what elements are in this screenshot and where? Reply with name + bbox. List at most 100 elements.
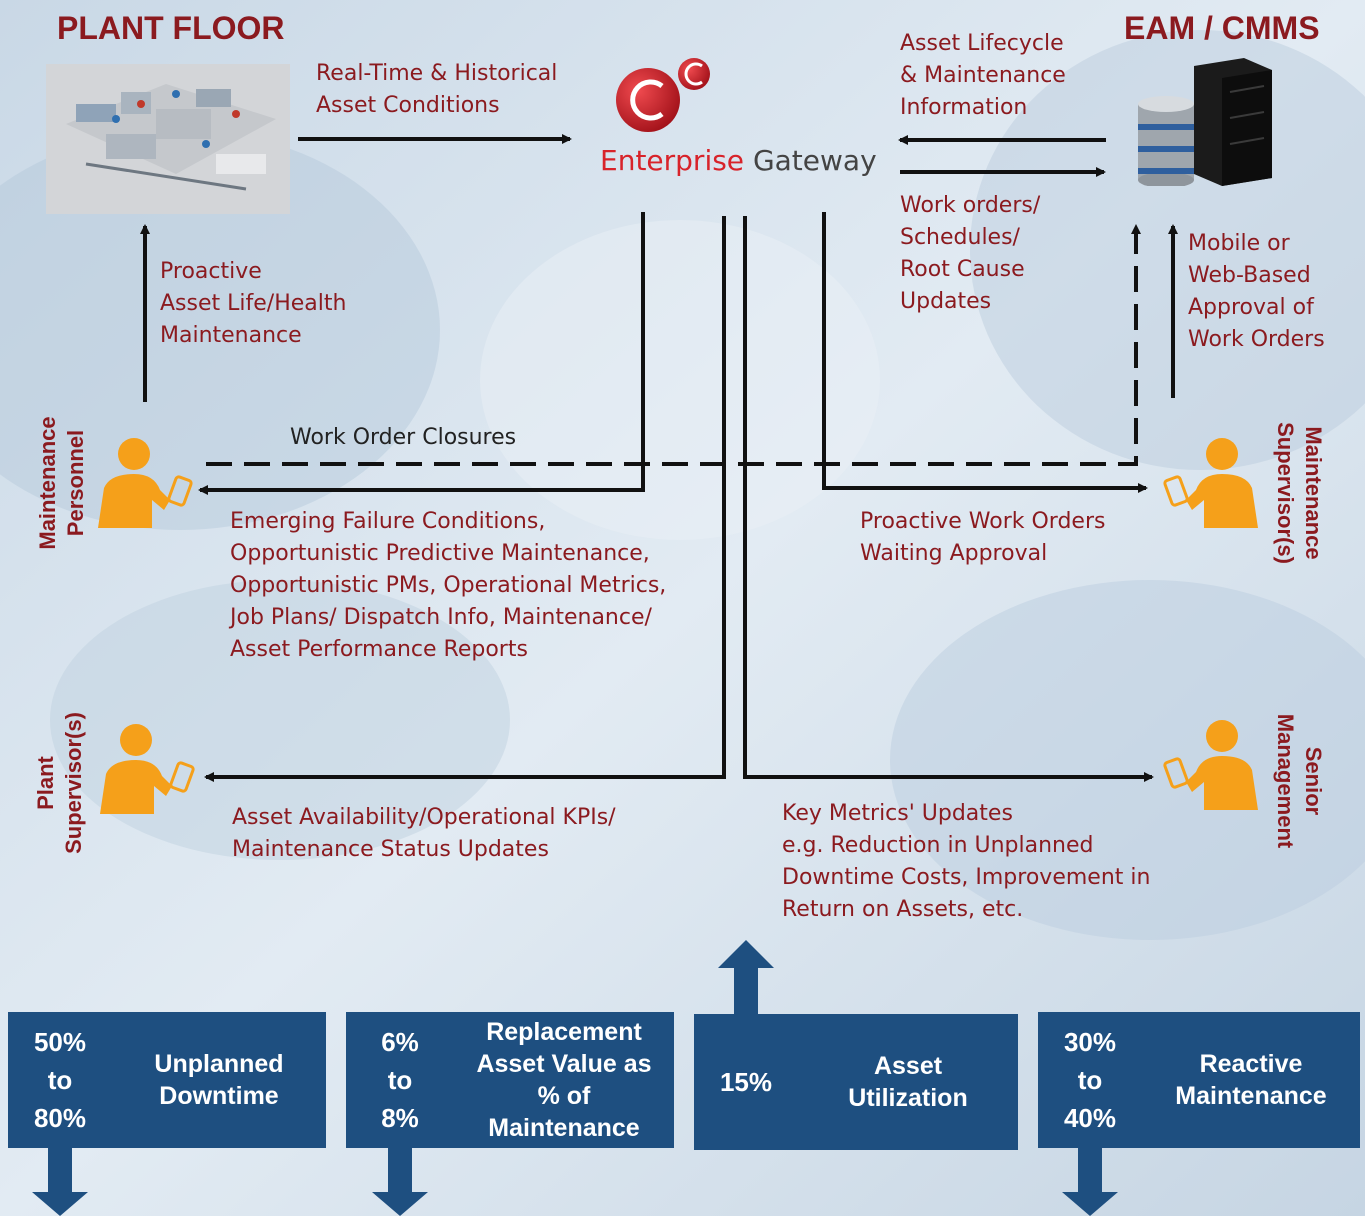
gateway-name-part1: Enterprise xyxy=(600,144,745,177)
metric-value-line: 6% xyxy=(381,1027,419,1057)
label-line: Information xyxy=(900,95,1028,120)
arrow-gateway-to-personnel xyxy=(198,212,645,495)
metric-value-line: to xyxy=(1077,1065,1103,1095)
label-line: Asset Lifecycle xyxy=(900,31,1064,56)
up-arrow-asset-utilization xyxy=(718,940,774,1014)
metric-value-line: to xyxy=(387,1065,413,1095)
label-emerging-failure: Emerging Failure Conditions, Opportunist… xyxy=(230,506,666,666)
metric-value-line: 40% xyxy=(1063,1103,1117,1133)
label-work-order-closures: Work Order Closures xyxy=(290,425,517,450)
enterprise-gateway-label: Enterprise Gateway xyxy=(600,144,877,177)
eam-cmms-heading: EAM / CMMS xyxy=(1124,10,1320,46)
metric-value: 15% xyxy=(694,1063,798,1101)
role-line: Plant xyxy=(33,756,58,810)
label-line: Root Cause xyxy=(900,257,1025,282)
metric-box-unplanned-downtime: 50% to 80% Unplanned Downtime xyxy=(8,1012,326,1148)
label-real-time-conditions: Real-Time & Historical Asset Conditions xyxy=(316,58,557,122)
label-line: Key Metrics' Updates xyxy=(782,801,1013,826)
metric-title-line: % of xyxy=(537,1082,591,1110)
arrow-gateway-to-plant-supervisor xyxy=(204,216,726,782)
label-line: Work orders/ xyxy=(900,193,1041,218)
label-line: Waiting Approval xyxy=(860,541,1048,566)
metric-value-line: 50% xyxy=(33,1027,87,1057)
role-line: Maintenance xyxy=(1301,426,1326,560)
gateway-name-part2: Gateway xyxy=(752,144,877,177)
metric-title: Asset Utilization xyxy=(798,1050,1018,1114)
label-proactive-work-orders: Proactive Work Orders Waiting Approval xyxy=(860,506,1105,570)
down-arrow-replacement xyxy=(372,1148,428,1216)
role-line: Supervisor(s) xyxy=(1273,422,1298,564)
label-line: Schedules/ xyxy=(900,225,1020,250)
server-database-icon xyxy=(1138,58,1272,186)
role-line: Maintenance xyxy=(35,416,60,550)
label-line: Opportunistic PMs, Operational Metrics, xyxy=(230,573,667,598)
label-line: Maintenance xyxy=(160,323,302,348)
label-line: Asset Availability/Operational KPIs/ xyxy=(232,805,616,830)
metric-box-asset-utilization: 15% Asset Utilization xyxy=(694,1014,1018,1150)
metric-value-line: to xyxy=(47,1065,73,1095)
arrow-gateway-to-supervisor xyxy=(822,212,1148,493)
role-maintenance-supervisors: Maintenance Supervisor(s) xyxy=(1271,422,1327,564)
metric-value: 6% to 8% xyxy=(346,1023,454,1137)
role-plant-supervisors: Plant Supervisor(s) xyxy=(32,712,88,854)
role-maintenance-personnel: Maintenance Personnel xyxy=(34,416,90,549)
dashed-work-order-closures xyxy=(206,224,1141,466)
label-key-metrics: Key Metrics' Updates e.g. Reduction in U… xyxy=(782,798,1150,926)
metric-value: 50% to 80% xyxy=(8,1023,112,1137)
plant-machinery-image xyxy=(46,64,290,214)
role-line: Supervisor(s) xyxy=(61,712,86,854)
metric-value-line: 15% xyxy=(719,1067,773,1097)
label-asset-availability: Asset Availability/Operational KPIs/ Mai… xyxy=(232,802,616,866)
metric-title: Replacement Asset Value as % of Maintena… xyxy=(454,1016,674,1144)
label-line: Work Orders xyxy=(1188,327,1325,352)
metric-title-line: Asset Value as xyxy=(476,1050,652,1078)
label-line: Proactive Work Orders xyxy=(860,509,1106,534)
label-line: Job Plans/ Dispatch Info, Maintenance/ xyxy=(230,605,652,630)
metric-value: 30% to 40% xyxy=(1038,1023,1142,1137)
metric-box-replacement-asset-value: 6% to 8% Replacement Asset Value as % of… xyxy=(346,1012,674,1148)
label-line: Maintenance Status Updates xyxy=(232,837,549,862)
metric-title-line: Asset xyxy=(873,1052,943,1080)
label-line: Downtime Costs, Improvement in xyxy=(782,865,1151,890)
label-mobile-approval: Mobile or Web-Based Approval of Work Ord… xyxy=(1188,228,1325,356)
label-asset-lifecycle: Asset Lifecycle & Maintenance Informatio… xyxy=(900,28,1066,124)
label-line: Opportunistic Predictive Maintenance, xyxy=(230,541,650,566)
person-phone-icon xyxy=(100,724,195,814)
down-arrow-reactive xyxy=(1062,1148,1118,1216)
label-work-orders: Work orders/ Schedules/ Root Cause Updat… xyxy=(900,190,1040,318)
down-arrow-unplanned-downtime xyxy=(32,1148,88,1216)
label-line: Updates xyxy=(900,289,992,314)
metric-value-line: 80% xyxy=(33,1103,87,1133)
label-line: Real-Time & Historical xyxy=(316,61,558,86)
arrow-gateway-to-senior-management xyxy=(743,216,1154,782)
metric-title-line: Reactive xyxy=(1199,1050,1303,1078)
label-line: Emerging Failure Conditions, xyxy=(230,509,546,534)
label-line: Web-Based xyxy=(1188,263,1311,288)
label-line: e.g. Reduction in Unplanned xyxy=(782,833,1094,858)
label-line: Return on Assets, etc. xyxy=(782,897,1024,922)
metric-value-line: 30% xyxy=(1063,1027,1117,1057)
metric-title-line: Maintenance xyxy=(488,1114,640,1142)
metric-box-reactive-maintenance: 30% to 40% Reactive Maintenance xyxy=(1038,1012,1360,1148)
person-phone-icon xyxy=(1163,720,1258,810)
role-line: Personnel xyxy=(63,429,88,537)
label-line: Proactive xyxy=(160,259,262,284)
metric-arrows xyxy=(32,940,1118,1216)
metric-value-line: 8% xyxy=(381,1103,419,1133)
label-line: Asset Conditions xyxy=(316,93,500,118)
plant-floor-heading: PLANT FLOOR xyxy=(57,10,285,46)
metric-title: Reactive Maintenance xyxy=(1142,1048,1360,1112)
enterprise-gateway-logo xyxy=(616,58,710,132)
person-phone-icon xyxy=(1163,438,1258,528)
label-line: Asset Life/Health xyxy=(160,291,347,316)
label-line: Approval of xyxy=(1188,295,1314,320)
role-senior-management: Senior Management xyxy=(1271,714,1327,848)
metric-title-line: Maintenance xyxy=(1175,1082,1327,1110)
role-line: Management xyxy=(1273,713,1298,849)
label-proactive-asset: Proactive Asset Life/Health Maintenance xyxy=(160,256,346,352)
metric-title-line: Downtime xyxy=(159,1082,279,1110)
label-line: & Maintenance xyxy=(900,63,1066,88)
role-line: Senior xyxy=(1301,746,1326,816)
metric-title: Unplanned Downtime xyxy=(112,1048,326,1112)
label-line: Mobile or xyxy=(1188,231,1290,256)
